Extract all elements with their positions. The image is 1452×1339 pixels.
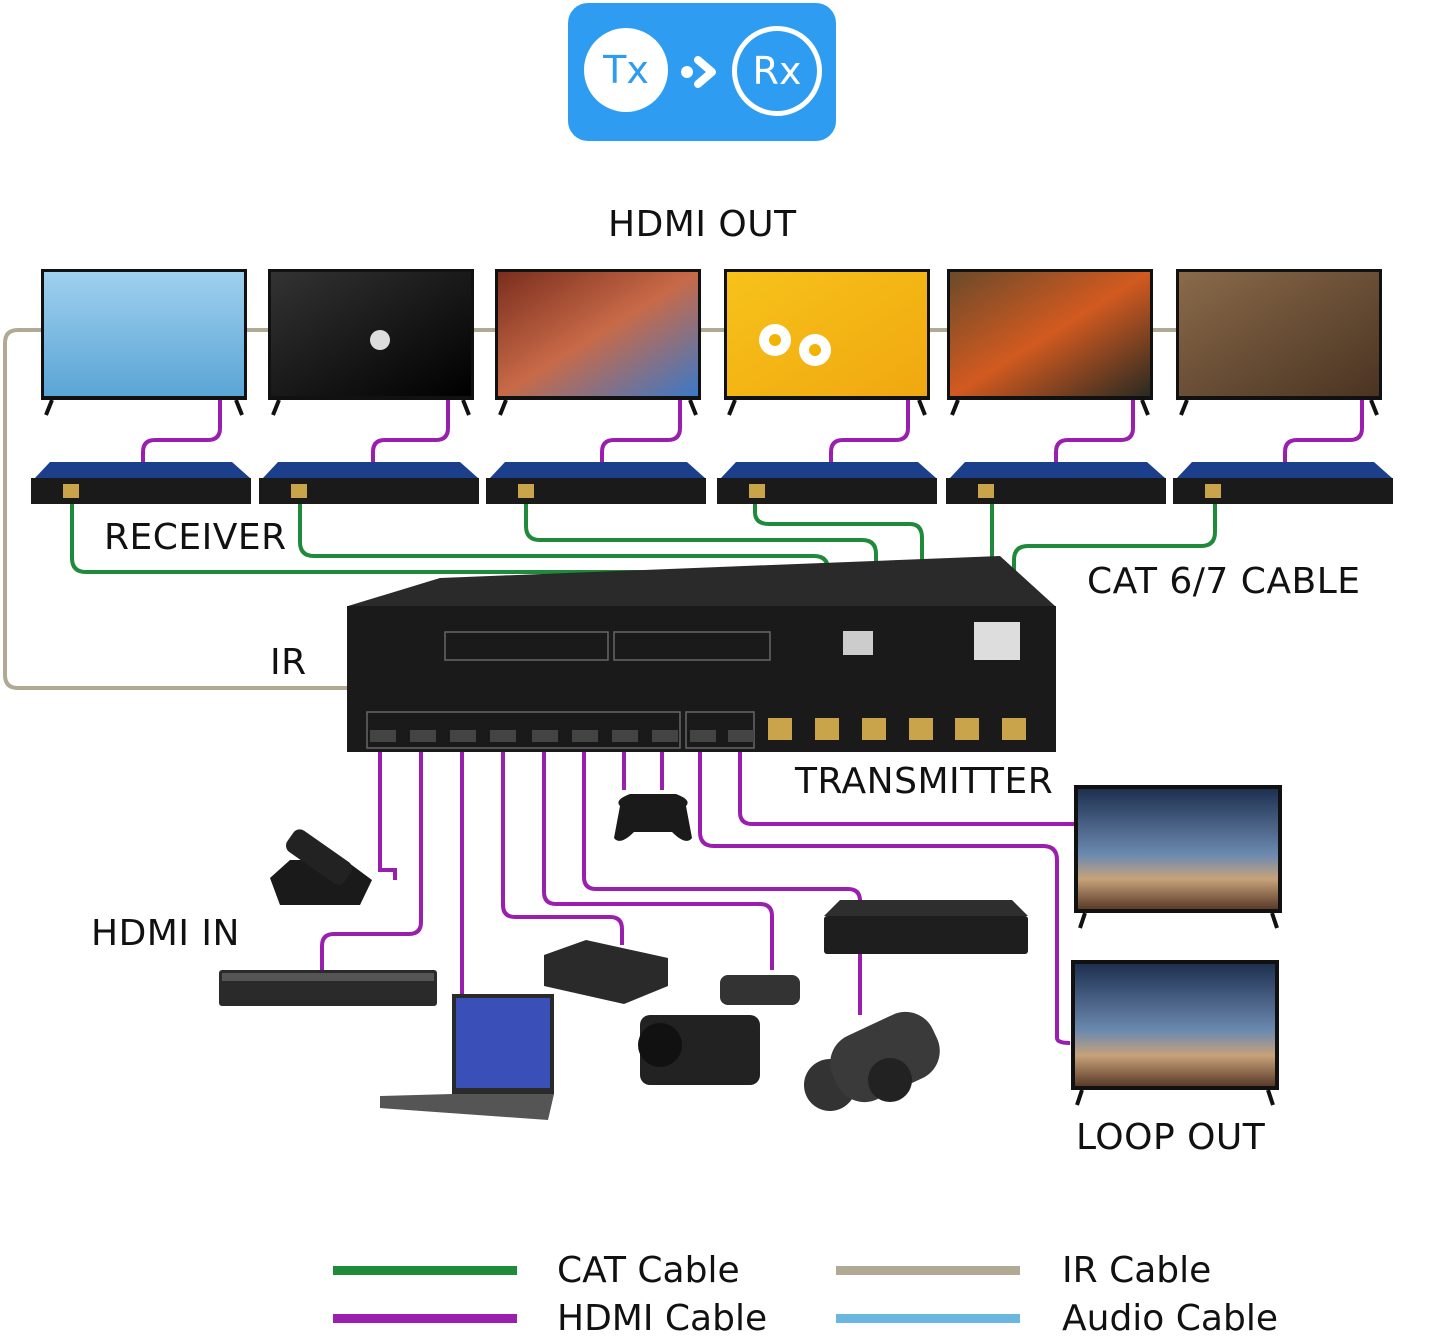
dvd-player	[219, 970, 437, 1006]
legend-cat-line	[333, 1266, 517, 1275]
input-hdmi-cables	[320, 752, 1075, 1045]
hdmi-in-label: HDMI IN	[91, 913, 240, 954]
rx-badge-circle: Rx	[732, 26, 822, 116]
receiver-6	[1173, 462, 1393, 504]
legend-hdmi-text: HDMI Cable	[557, 1298, 768, 1339]
bluray-player	[824, 900, 1028, 954]
ir-label: IR	[270, 642, 307, 683]
receiver-hdmi-cables	[141, 400, 1364, 465]
media-box	[544, 940, 668, 1004]
tv-2	[268, 269, 474, 416]
tv-5	[947, 269, 1153, 416]
camcorder	[638, 975, 800, 1085]
streaming-box	[270, 829, 372, 905]
receiver-1	[31, 462, 251, 504]
tv-row	[41, 269, 1382, 416]
legend-cat-text: CAT Cable	[557, 1250, 740, 1291]
tv-6	[1176, 269, 1382, 416]
receiver-3	[486, 462, 706, 504]
loop-out-label: LOOP OUT	[1076, 1117, 1266, 1158]
tx-rx-badge: Tx Rx	[568, 3, 836, 141]
transmitter-hdmi-ports	[370, 730, 754, 742]
legend-audio-text: Audio Cable	[1062, 1298, 1278, 1339]
game-controller	[614, 794, 692, 841]
receiver-row	[31, 462, 1393, 504]
tv-3	[495, 269, 701, 416]
tv-1	[41, 269, 247, 416]
loop-out-tv-1	[1074, 785, 1282, 929]
receiver-5	[946, 462, 1166, 504]
tx-badge-circle: Tx	[584, 28, 668, 112]
hdmi-out-label: HDMI OUT	[608, 204, 797, 245]
legend-audio-line	[836, 1314, 1020, 1323]
transmitter-label: TRANSMITTER	[795, 761, 1054, 802]
tv-4	[724, 269, 930, 416]
ir-cable	[3, 328, 348, 690]
legend-hdmi-line	[333, 1314, 517, 1323]
receiver-2	[259, 462, 479, 504]
laptop	[380, 994, 554, 1120]
loop-out-tv-2	[1071, 960, 1279, 1106]
receiver-4	[717, 462, 937, 504]
arrow-right-icon	[681, 56, 716, 88]
legend-ir-text: IR Cable	[1062, 1250, 1212, 1291]
cat-cable-label: CAT 6/7 CABLE	[1087, 561, 1361, 602]
security-camera	[804, 1011, 940, 1111]
legend-ir-line	[836, 1266, 1020, 1275]
transmitter-unit	[347, 556, 1056, 752]
transmitter-rj45-ports	[768, 718, 1026, 740]
receiver-label: RECEIVER	[104, 517, 287, 558]
